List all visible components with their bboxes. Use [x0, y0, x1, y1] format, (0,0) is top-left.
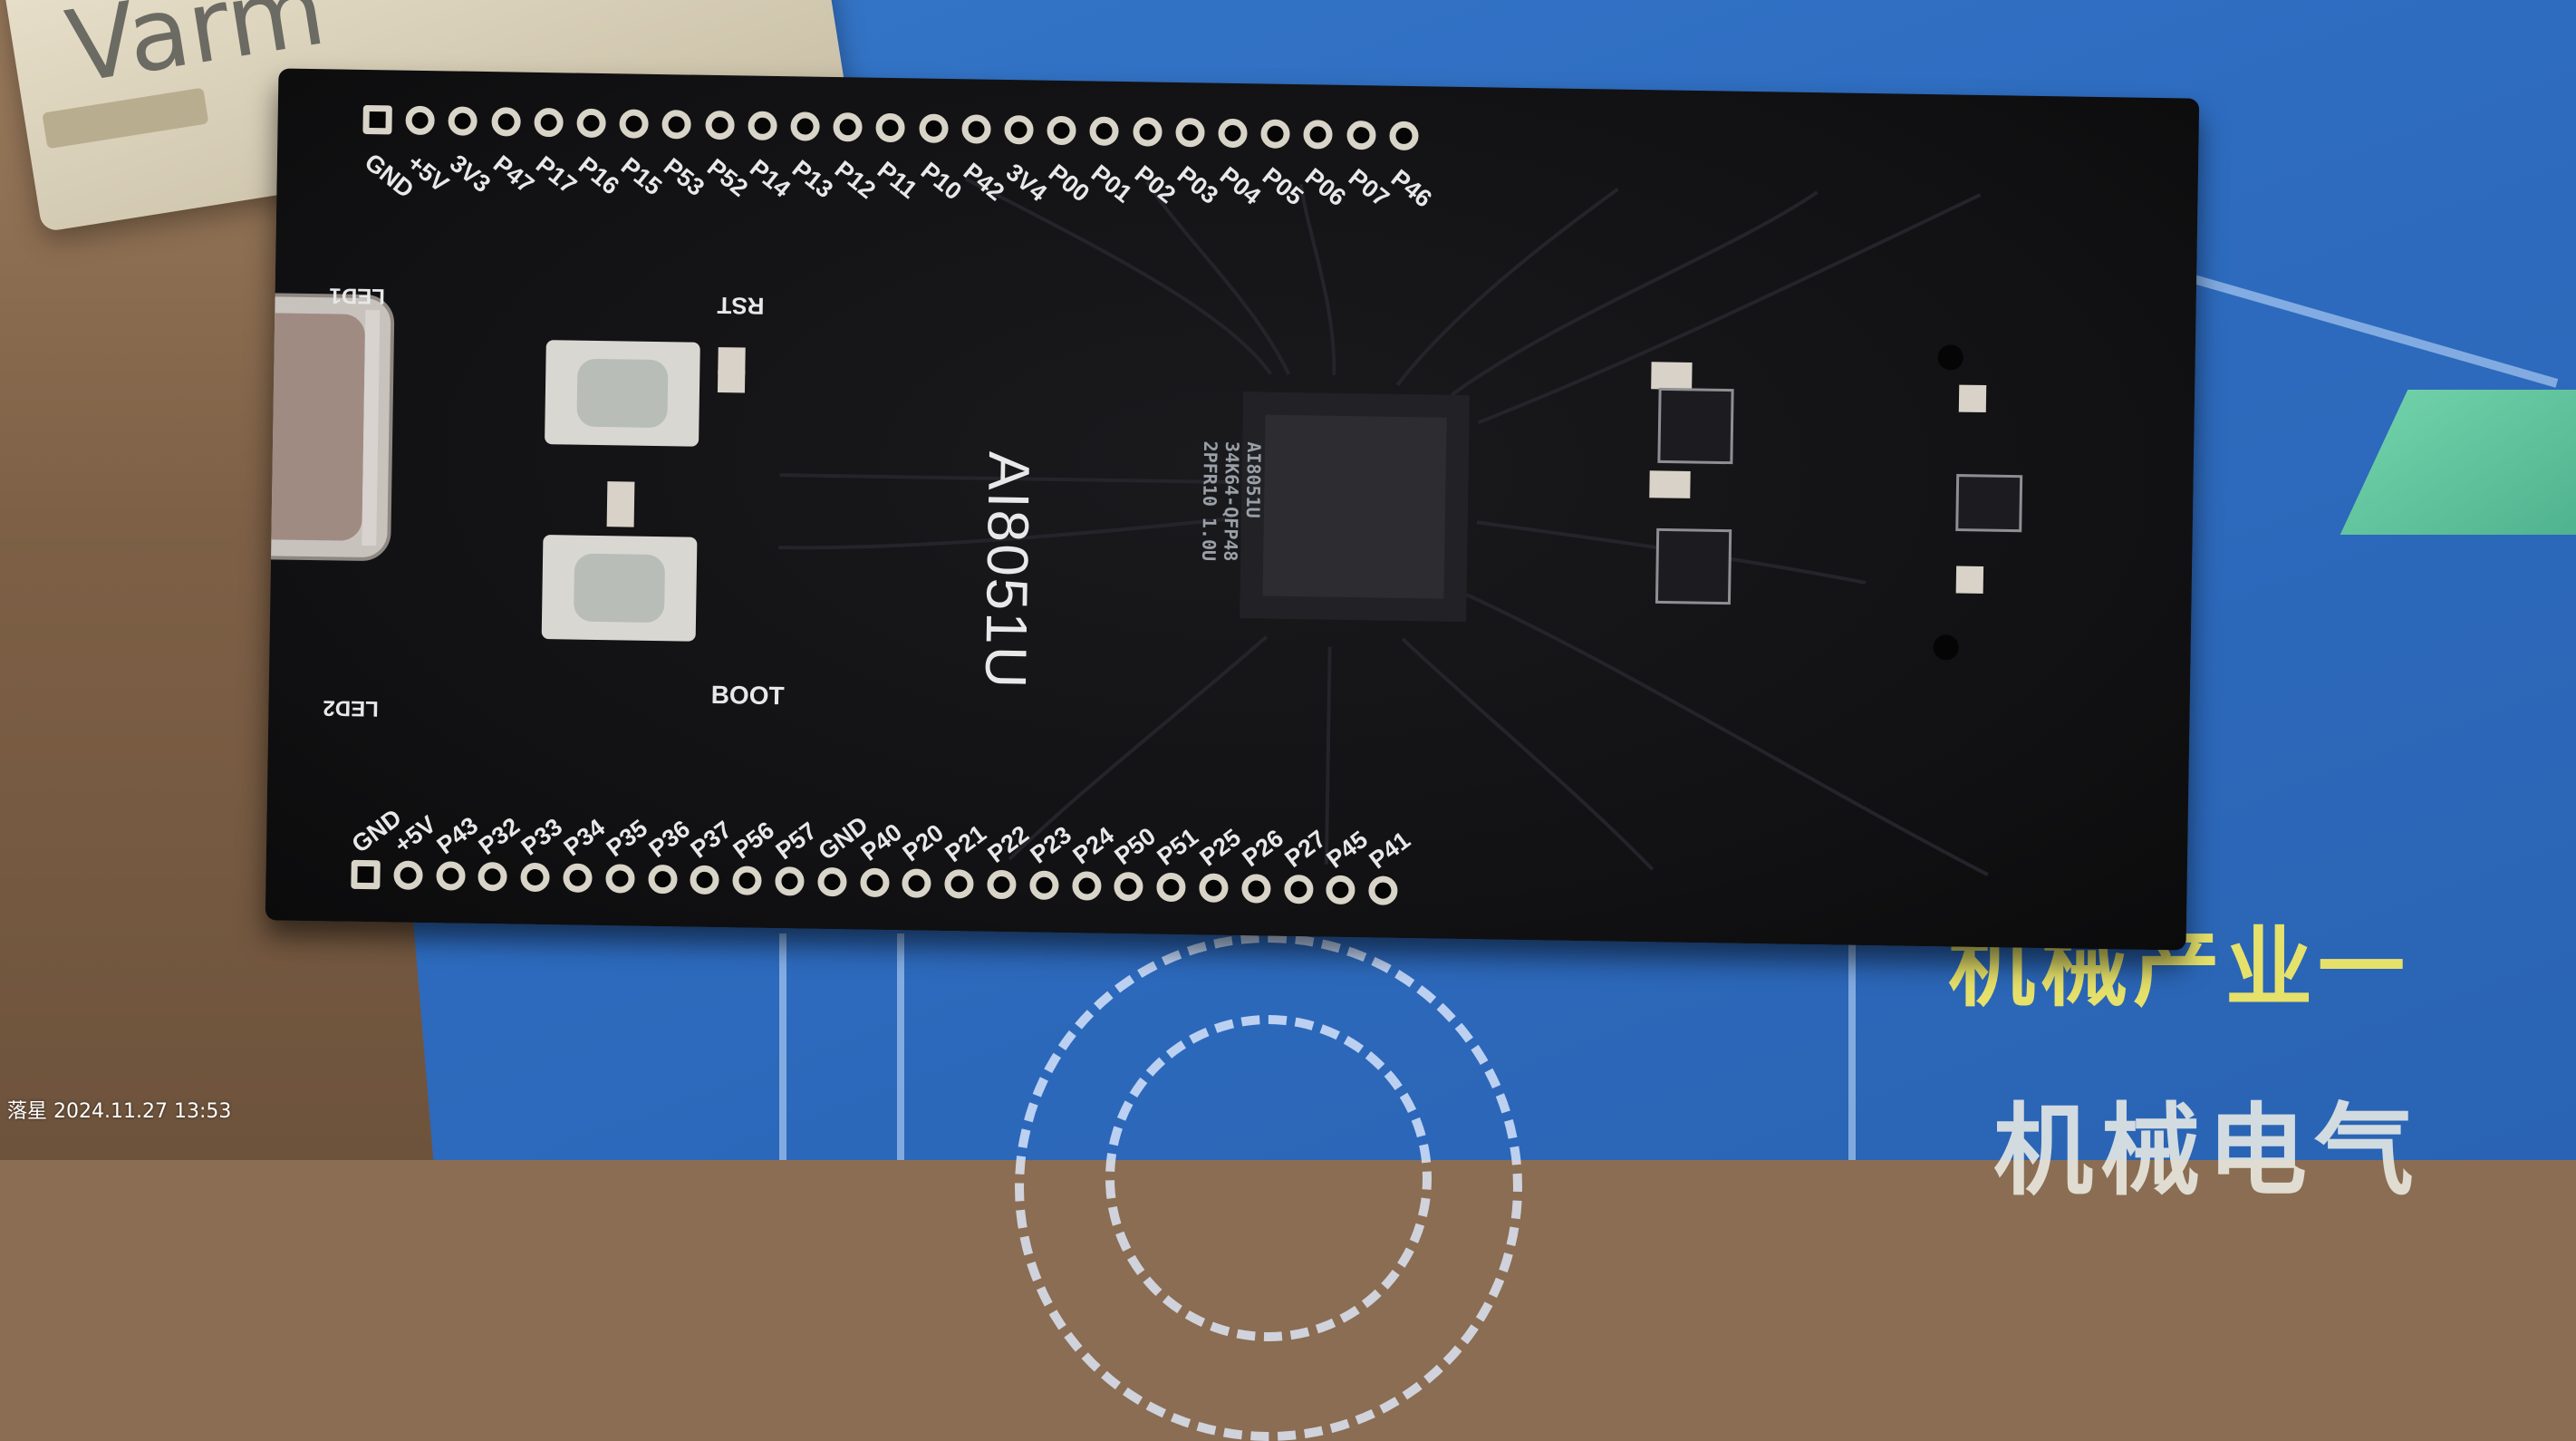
- header-pin-hole: [1389, 121, 1419, 151]
- led1-label: LED1: [329, 283, 386, 309]
- led2-label: LED2: [323, 695, 380, 721]
- header-pin-hole: [1175, 117, 1205, 148]
- header-pin-hole: [490, 107, 521, 137]
- header-pin-hole: [362, 104, 392, 135]
- header-pin-hole: [918, 113, 949, 144]
- mat-line: [897, 933, 904, 1160]
- chip-marking-line: AI8051U: [1241, 441, 1266, 518]
- photo-watermark: 落星 2024.11.27 13:53: [7, 1100, 232, 1123]
- header-pin-hole: [961, 114, 991, 144]
- header-pin-hole: [534, 107, 564, 138]
- header-pin-hole: [1240, 874, 1271, 904]
- chip-marking-line: 34K64-QFP48: [1220, 440, 1244, 562]
- rst-label: RST: [717, 292, 765, 320]
- mat-circle-pattern: [1105, 1015, 1432, 1341]
- chip-marking-line: 2PFR10 1.0U: [1198, 440, 1222, 562]
- header-pin-hole: [1346, 120, 1376, 150]
- header-pin-hole: [435, 861, 466, 891]
- mat-line: [779, 933, 786, 1160]
- header-pin-hole: [1071, 871, 1102, 901]
- header-pin-hole: [1132, 117, 1163, 147]
- header-pin-hole: [1029, 870, 1059, 901]
- chip-marking: AI8051U 34K64-QFP48 2PFR10 1.0U: [1197, 440, 1265, 623]
- header-pin-hole: [647, 864, 678, 895]
- header-pin-hole: [748, 111, 777, 141]
- boot-label: BOOT: [710, 680, 785, 711]
- header-pin-hole: [817, 866, 847, 897]
- header-pin-hole: [351, 859, 381, 890]
- mat-text: 机械电气: [1993, 1093, 2421, 1209]
- board-model-label: AI8051U: [972, 450, 1042, 691]
- header-pin-hole: [393, 860, 423, 891]
- header-pin-hole: [605, 864, 635, 894]
- header-pin-hole: [704, 110, 735, 140]
- header-pin-hole: [1283, 874, 1314, 904]
- header-pin-hole: [859, 867, 890, 898]
- mat-line: [1848, 915, 1856, 1160]
